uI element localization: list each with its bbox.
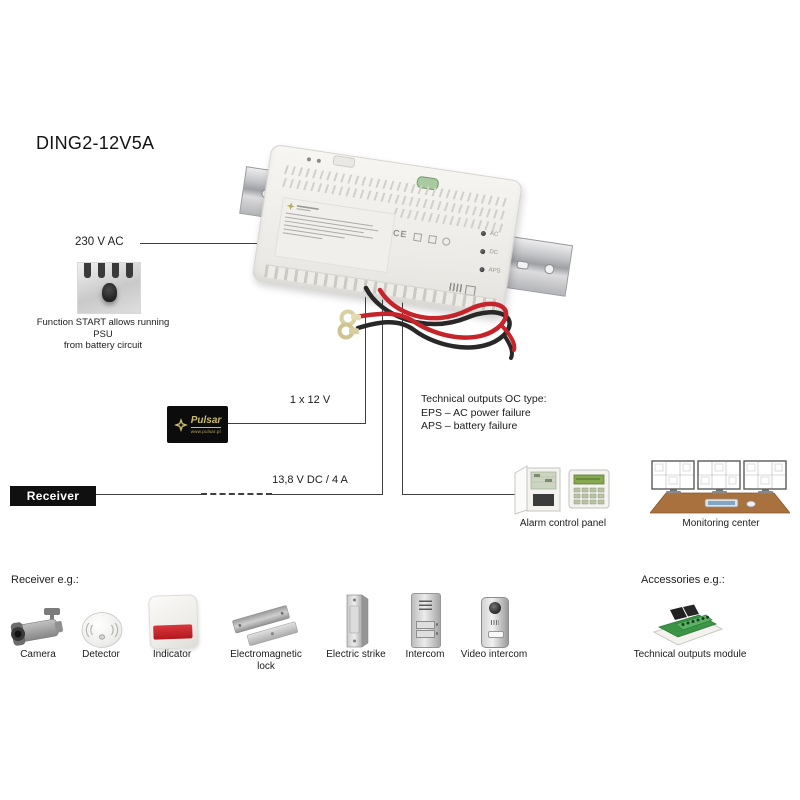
technical-outputs-module-icon bbox=[652, 604, 724, 646]
electromagnetic-lock-caption: Electromagnetic lock bbox=[230, 649, 302, 672]
start-button-photo bbox=[77, 262, 141, 314]
line-receiver-vertical bbox=[382, 296, 383, 495]
battery-wires bbox=[337, 285, 517, 360]
detector-icon bbox=[81, 612, 123, 648]
psu-photo: CE AC DC APS bbox=[228, 143, 574, 360]
rail-slot bbox=[516, 260, 530, 270]
psu-brand-mark bbox=[286, 202, 319, 212]
psu-top-hole bbox=[316, 158, 322, 164]
line-receiver-solid-left bbox=[95, 494, 201, 495]
rail-hole bbox=[543, 263, 556, 275]
psu-top-hole bbox=[306, 157, 312, 162]
electric-strike-icon bbox=[346, 594, 369, 648]
technical-outputs-module-caption: Technical outputs module bbox=[633, 649, 747, 660]
intercom-button bbox=[416, 621, 435, 629]
camera-caption: Camera bbox=[20, 649, 56, 660]
alarm-panel-caption: Alarm control panel bbox=[519, 518, 607, 529]
camera-icon bbox=[10, 608, 63, 646]
led-ac-label: AC bbox=[489, 230, 499, 239]
receiver-section-header: Receiver e.g.: bbox=[11, 574, 79, 586]
video-intercom-icon bbox=[481, 597, 509, 648]
line-receiver-solid-right bbox=[272, 494, 383, 495]
detector-caption: Detector bbox=[82, 649, 120, 660]
led-aps bbox=[479, 266, 485, 273]
led-dc-label: DC bbox=[488, 249, 499, 257]
start-button-icon bbox=[102, 283, 117, 302]
line-alarm-horizontal bbox=[402, 494, 516, 495]
indicator-icon bbox=[148, 594, 199, 650]
led-aps-label: APS bbox=[488, 267, 501, 275]
tech-note-line3: APS – battery failure bbox=[421, 420, 518, 432]
page-title: DING2-12V5A bbox=[36, 133, 155, 153]
indicator-red-band bbox=[153, 624, 193, 640]
line-battery-horizontal bbox=[228, 423, 366, 424]
start-function-note: Function START allows running PSU from b… bbox=[28, 317, 178, 352]
video-intercom-button bbox=[487, 631, 504, 638]
indicator-caption: Indicator bbox=[152, 649, 192, 660]
video-intercom-caption: Video intercom bbox=[460, 649, 528, 660]
battery-output-label: 1 x 12 V bbox=[289, 394, 331, 406]
alarm-panel-image bbox=[514, 465, 610, 515]
video-intercom-camera bbox=[488, 602, 501, 614]
ac-input-label: 230 V AC bbox=[75, 236, 124, 248]
intercom-button bbox=[416, 630, 435, 638]
cert-icon bbox=[441, 236, 451, 246]
line-alarm-vertical bbox=[402, 299, 403, 495]
led-ac bbox=[480, 230, 487, 237]
technical-outputs-note: Technical outputs OC type: EPS – AC powe… bbox=[421, 393, 546, 434]
intercom-icon bbox=[411, 593, 441, 648]
pulsar-brand: Pulsar bbox=[190, 415, 222, 428]
start-note-line2: from battery circuit bbox=[63, 340, 143, 351]
terminal-slot-icon bbox=[126, 263, 133, 278]
line-battery-vertical bbox=[365, 292, 366, 423]
psu-body: CE AC DC APS bbox=[251, 143, 524, 318]
intercom-speaker bbox=[419, 600, 432, 610]
line-ac-input bbox=[140, 243, 283, 244]
ce-mark: CE bbox=[392, 227, 409, 240]
terminal-slot-icon bbox=[112, 263, 119, 278]
psu-rotated-group: CE AC DC APS bbox=[213, 133, 584, 382]
cert-icon bbox=[427, 234, 437, 244]
cert-marks: CE bbox=[390, 228, 471, 265]
dc-output-label: 13,8 V DC / 4 A bbox=[272, 474, 348, 486]
intercom-led bbox=[435, 623, 438, 626]
electric-strike-caption: Electric strike bbox=[326, 649, 386, 660]
accessories-section-header: Accessories e.g.: bbox=[641, 574, 725, 586]
intercom-led bbox=[435, 632, 438, 635]
start-note-line1: Function START allows running PSU bbox=[36, 317, 170, 340]
battery-box: Pulsar www.pulsar.pl bbox=[167, 406, 228, 443]
line-receiver-dashed bbox=[201, 493, 272, 495]
terminal-slot-icon bbox=[84, 263, 91, 278]
cert-icon bbox=[413, 232, 423, 242]
video-intercom-speaker bbox=[490, 620, 499, 625]
psu-spec-label bbox=[274, 196, 396, 274]
tech-note-line2: EPS – AC power failure bbox=[421, 406, 531, 419]
pulsar-star-icon bbox=[173, 417, 188, 432]
monitoring-center-caption: Monitoring center bbox=[682, 518, 760, 529]
monitoring-center-image bbox=[650, 460, 790, 514]
led-dc bbox=[479, 248, 486, 255]
tech-note-line1: Technical outputs OC type: bbox=[421, 393, 547, 405]
intercom-caption: Intercom bbox=[405, 649, 445, 660]
psu-top-tab bbox=[332, 154, 356, 169]
receiver-box: Receiver bbox=[10, 486, 96, 506]
electromagnetic-lock-icon bbox=[232, 605, 298, 646]
pulsar-url: www.pulsar.pl bbox=[190, 429, 221, 434]
terminal-slot-icon bbox=[98, 263, 105, 278]
